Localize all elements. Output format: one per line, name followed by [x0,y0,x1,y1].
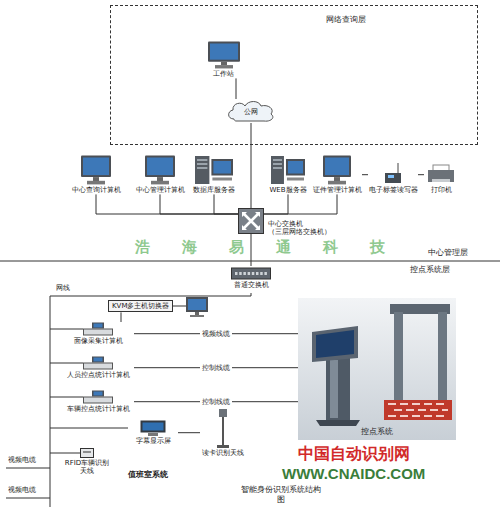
device-label: 字幕显示屏 [136,437,171,445]
network-bus [50,293,251,507]
device: 中心交换机（三层网络交换机） [238,208,264,234]
server-icon [270,155,306,185]
device: 电子标签读写器 [368,155,418,194]
note-label: 网线 [56,284,70,292]
cloud: 公网 [226,99,276,123]
layer-divider [0,261,500,262]
printer-icon [426,155,456,185]
note-label: 视频电缆 [8,456,36,464]
reader-icon [382,155,404,185]
connector [96,194,238,214]
connector [160,194,238,214]
watermark: WWW.CNAIDC.COM [282,466,425,483]
device-label: 电子标签读写器 [369,186,418,194]
desk-icon [83,390,113,404]
device: 数据库服务器 [190,155,238,194]
desk-icon [83,356,113,370]
device-label: RFID车辆识别天线 [62,459,112,476]
connector [178,432,200,433]
note-label: 中心管理层 [428,248,468,258]
device-label: 打印机 [431,186,452,194]
box-label: KVM多主机切换器 [112,302,169,310]
device: 中心查询计算机 [70,155,122,194]
connector-label: 视频线缆 [200,329,232,337]
connector [362,174,368,175]
watermark: 浩海易通科技 [135,240,417,255]
device-box: KVM多主机切换器 [108,300,173,312]
switch-caption: 中心交换机（三层网络交换机） [268,220,331,237]
connector [264,194,337,214]
antenna-icon [213,408,233,448]
device: 工作站 [201,41,246,78]
screen-icon [140,420,166,436]
note-label: 控点系统层 [410,265,450,275]
device: WEB服务器 [268,155,308,194]
device: 面像采集计算机 [62,322,134,345]
device: 读卡识别天线 [200,408,246,457]
connector [251,123,252,208]
checkpoint-unit: 控点系统 [298,298,456,440]
monitor-symbol [186,297,208,317]
device-label: 证件管理计算机 [313,186,362,194]
note-label: 值班室系统 [128,470,168,480]
device-label: 人员控点统计计算机 [67,371,130,379]
pc-icon [80,155,112,185]
device-label: 面像采集计算机 [74,337,123,345]
device-label: 读卡识别天线 [202,449,244,457]
note-label: 视频电缆 [8,486,36,494]
pc-icon [144,155,176,185]
device-label: WEB服务器 [269,186,306,194]
watermark: 中国自动识别网 [298,445,410,463]
rfid-icon [80,448,94,458]
query-region: 网络查询层工作站公网 [110,5,478,145]
switch-label: 中心交换机 [268,220,331,228]
connector [214,194,238,214]
cloud-label: 公网 [244,108,258,116]
device: 普通交换机 [226,266,276,289]
connector [418,174,424,175]
server-icon [194,155,234,185]
device: 打印机 [424,155,458,194]
connector [236,78,237,99]
layer-title: 网络查询层 [326,15,366,25]
hub-icon [231,266,271,280]
device-label: 中心管理计算机 [136,186,185,194]
pc-icon [322,155,352,185]
unit-label: 控点系统 [298,427,456,437]
connector-label: 控制线缆 [200,397,232,405]
connector [121,312,122,322]
pc-icon [207,41,241,69]
device: 车辆控点统计计算机 [62,390,134,413]
switch-label: （三层网络交换机） [268,228,331,236]
switch-icon [238,208,264,234]
device: 字幕显示屏 [128,420,178,445]
kiosk-illustration [298,298,456,440]
device: 人员控点统计计算机 [62,356,134,379]
connector-label: 控制线缆 [200,363,232,371]
device: RFID车辆识别天线 [62,448,112,476]
device-label: 普通交换机 [234,281,269,289]
device-label: 中心查询计算机 [72,186,121,194]
device-label: 数据库服务器 [193,186,235,194]
connector [264,194,288,214]
desk-icon [83,322,113,336]
device-label: 工作站 [213,70,234,78]
figure-caption: 智能身份识别系统结构图 [240,485,322,504]
device: 中心管理计算机 [134,155,186,194]
device: 证件管理计算机 [312,155,362,194]
device-label: 车辆控点统计计算机 [67,405,130,413]
